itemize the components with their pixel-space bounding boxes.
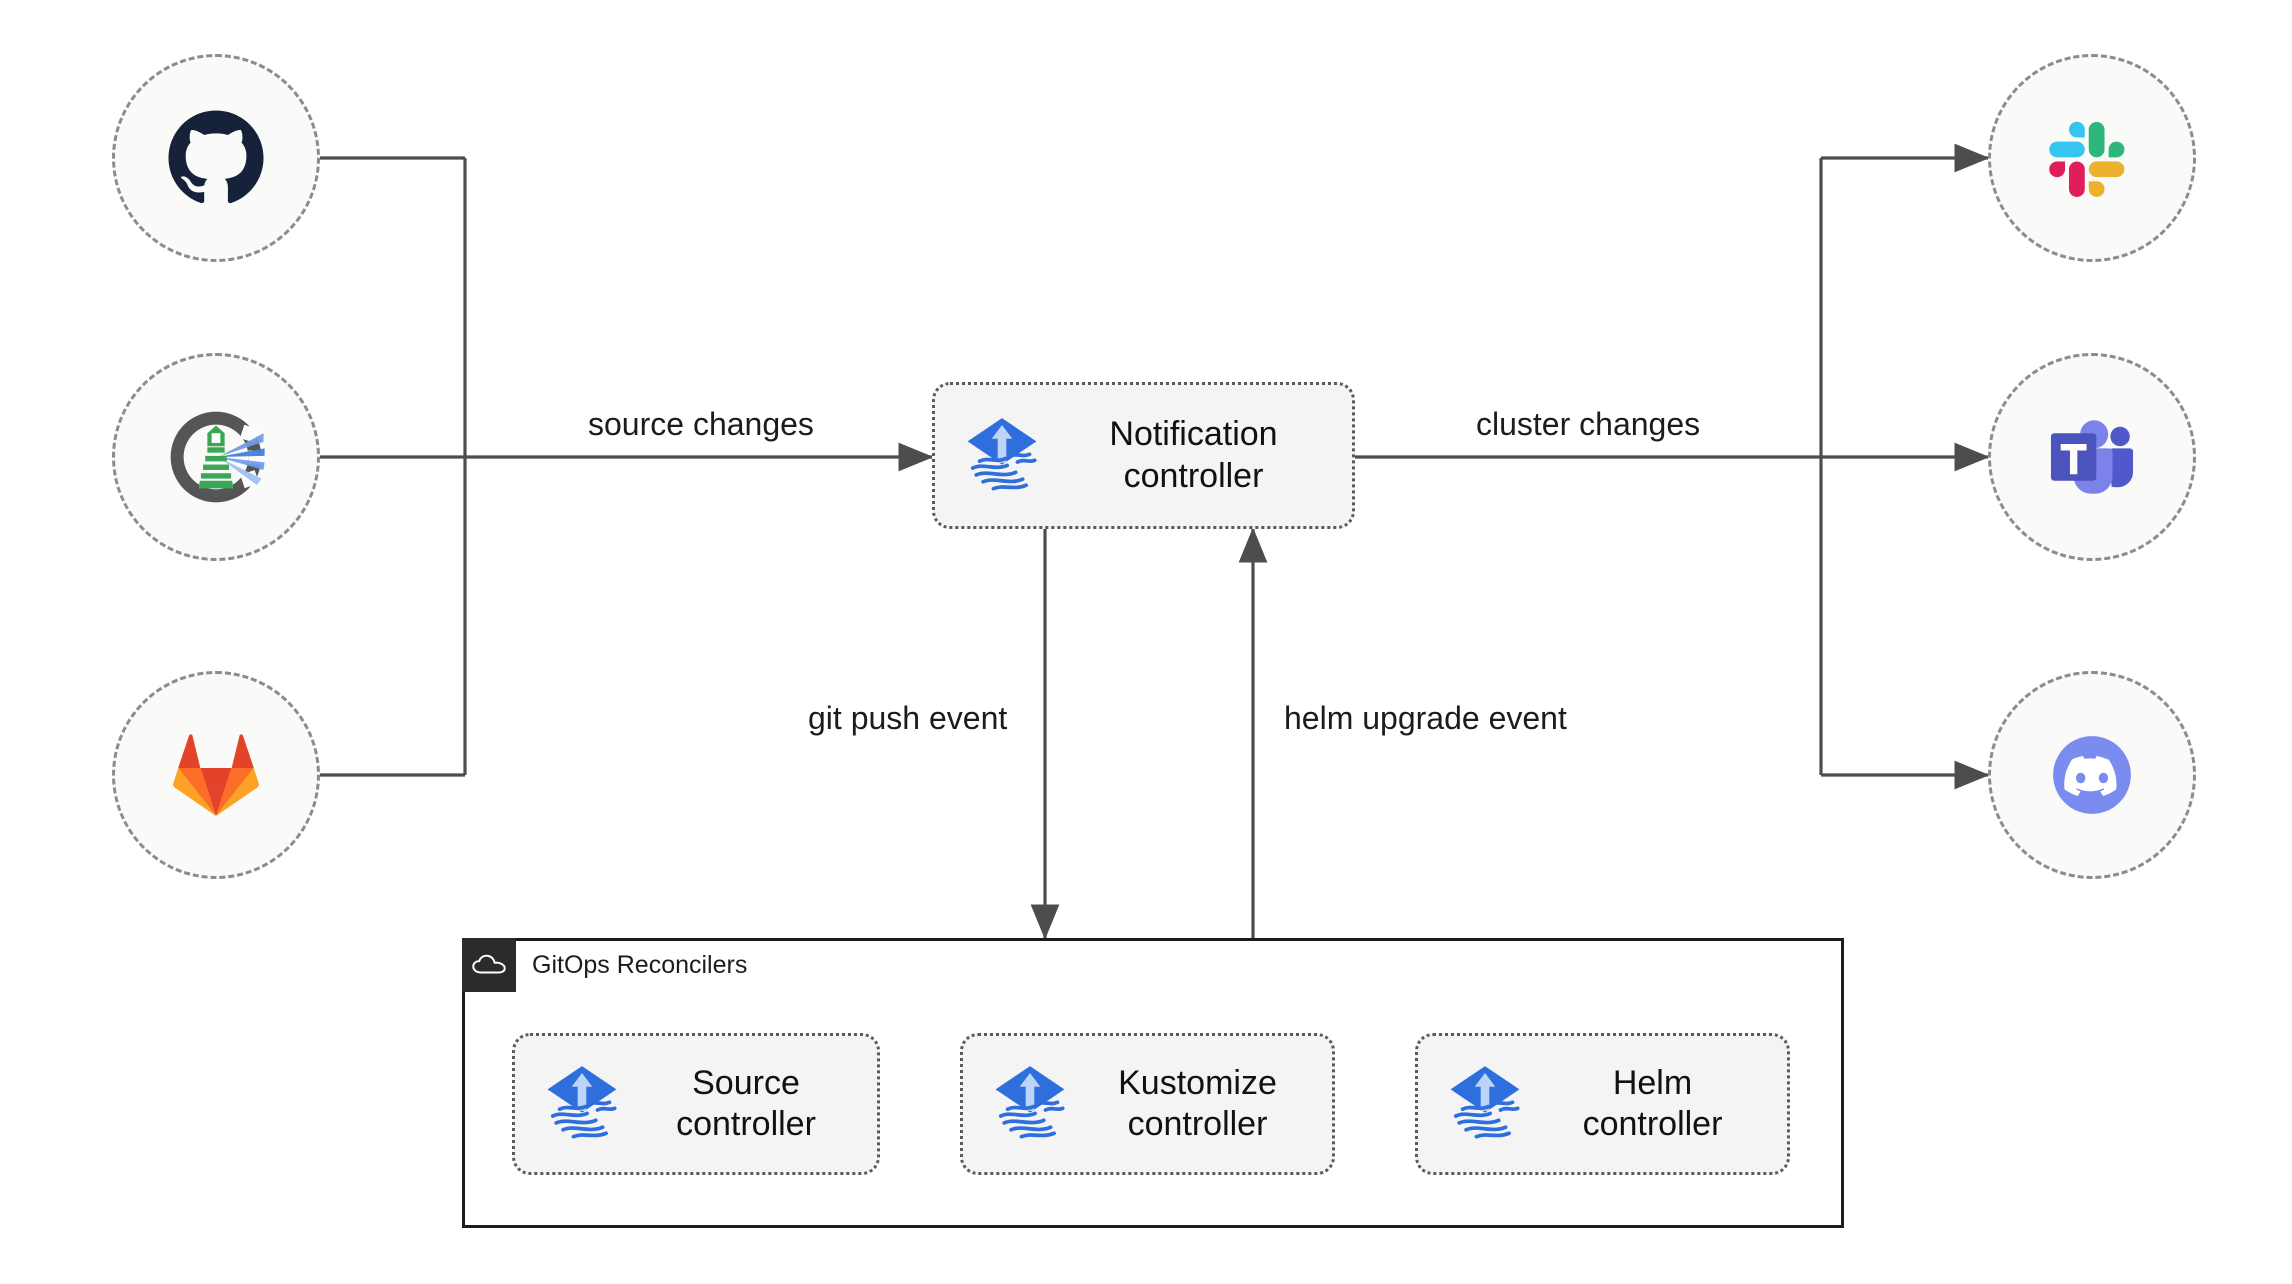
target-endpoint-slack[interactable] [1988,54,2196,262]
source-controller-node[interactable]: Source controller [512,1033,880,1175]
target-endpoint-teams[interactable] [1988,353,2196,561]
discord-icon [2053,736,2131,814]
source-controller-label: Source controller [676,1063,816,1143]
source-endpoint-gitlab[interactable] [112,671,320,879]
edge-label-source-changes: source changes [578,408,824,440]
github-icon [168,110,264,204]
gitlab-icon [173,734,259,817]
edge-label-cluster-changes: cluster changes [1466,408,1711,440]
helm-controller-node[interactable]: Helm controller [1415,1033,1790,1175]
gitops-reconcilers-title: GitOps Reconcilers [532,950,748,979]
source-endpoint-github[interactable] [112,54,320,262]
source-endpoint-gitea[interactable] [112,353,320,561]
notification-controller-node[interactable]: Notification controller [932,382,1355,529]
gitops-reconcilers-header: GitOps Reconcilers [462,938,747,992]
slack-icon [2049,121,2125,197]
flux-logo-icon [967,417,1037,491]
lighthouse-icon [170,411,265,503]
helm-controller-label: Helm controller [1582,1063,1723,1143]
cloud-glyph [472,954,506,974]
kustomize-controller-node[interactable]: Kustomize controller [960,1033,1335,1175]
cloud-icon [462,938,516,992]
flux-logo-icon [547,1066,617,1139]
notification-controller-label: Notification controller [1109,415,1278,495]
flux-logo-icon [1450,1066,1520,1139]
kustomize-controller-label: Kustomize controller [1118,1063,1277,1143]
edge-label-git-push-event: git push event [798,702,1018,734]
edge-label-helm-upgrade-event: helm upgrade event [1274,702,1577,734]
target-endpoint-discord[interactable] [1988,671,2196,879]
ms-teams-icon [2050,420,2134,494]
flux-logo-icon [995,1066,1065,1139]
